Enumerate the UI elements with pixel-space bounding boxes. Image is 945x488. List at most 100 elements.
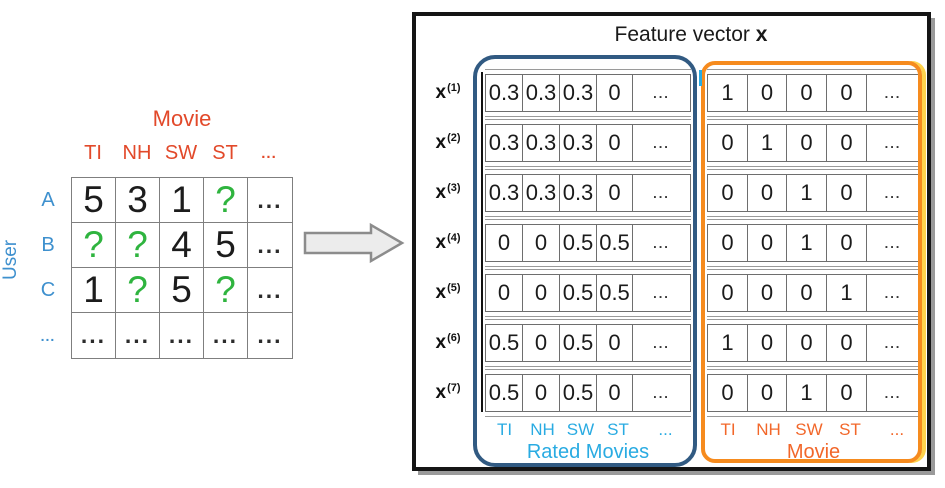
- feature-row-label-base: x: [435, 332, 447, 353]
- rated-feature-cell: 0: [597, 75, 633, 111]
- rated-feature-cell: 0.5: [486, 375, 523, 411]
- feature-row-label-base: x: [435, 82, 447, 103]
- feature-row-label-base: x: [435, 282, 447, 303]
- feature-row-label: x(4): [424, 224, 472, 262]
- rated-feature-cell: 0: [523, 225, 560, 261]
- movie-col-header: ST: [839, 420, 861, 439]
- feature-row-label-sup: (3): [447, 181, 461, 194]
- movie-indicator-cell: 0: [748, 175, 787, 211]
- rated-feature-cell: 0.3: [560, 75, 597, 111]
- rating-cell: ...: [204, 313, 248, 358]
- movie-indicator-cell: 0: [748, 375, 787, 411]
- feature-row-label-sup: (4): [447, 231, 461, 244]
- rated-feature-cell: 0: [597, 125, 633, 161]
- movie-indicator-cell: ...: [884, 235, 902, 251]
- movie-indicator-cell: 1: [787, 375, 827, 411]
- feature-row-label-base: x: [435, 182, 447, 203]
- feature-row-label: x(6): [424, 324, 472, 362]
- feature-row-label: x(1): [424, 74, 472, 112]
- user-axis-label: User: [0, 239, 21, 281]
- movie-indicator-cell: 0: [827, 75, 867, 111]
- rated-feature-cell: 0: [486, 275, 523, 311]
- rated-feature-cell: 0: [486, 225, 523, 261]
- rated-feature-cell: 0.5: [597, 275, 633, 311]
- rating-cell: ...: [248, 178, 292, 223]
- movie-indicator-cell: 1: [787, 175, 827, 211]
- movie-indicator-cell: 0: [787, 125, 827, 161]
- movie-indicator-cell: 0: [827, 325, 867, 361]
- feature-row-label-base: x: [435, 382, 447, 403]
- rated-movies-group-label: Rated Movies: [526, 441, 650, 463]
- movie-indicator-cell: 1: [748, 125, 787, 161]
- movie-indicator-cell: 0: [708, 375, 748, 411]
- rated-feature-cell: 0.3: [523, 75, 560, 111]
- rated-feature-cell: ...: [653, 135, 670, 151]
- user-row-header: C: [40, 279, 56, 301]
- movie-indicator-cell: 0: [827, 225, 867, 261]
- rated-feature-cell: 0.5: [597, 225, 633, 261]
- movie-indicator-cell: 0: [787, 325, 827, 361]
- movie-col-header: NH: [756, 420, 781, 439]
- rating-cell: 1: [160, 178, 204, 223]
- movie-indicator-cell: 0: [827, 375, 867, 411]
- feature-row-label-sup: (7): [447, 381, 461, 394]
- rated-feature-cell: 0.5: [560, 275, 597, 311]
- rated-feature-cell: 0.3: [523, 175, 560, 211]
- rated-feature-cell: 0.3: [560, 175, 597, 211]
- rated-feature-cell: 0: [523, 325, 560, 361]
- rating-cell: ...: [116, 313, 160, 358]
- movie-indicator-cell: 0: [748, 225, 787, 261]
- feature-row-label-sup: (5): [447, 281, 461, 294]
- movie-indicator-cell: 0: [787, 275, 827, 311]
- movie-indicator-cell: ...: [884, 385, 902, 401]
- rating-cell: ...: [248, 223, 292, 268]
- panel-title: Feature vector x: [466, 23, 916, 47]
- rated-col-header: NH: [530, 420, 555, 439]
- feature-row-label-sup: (1): [447, 81, 461, 94]
- movie-indicator-cell: ...: [884, 135, 902, 151]
- rating-cell: ...: [257, 322, 283, 348]
- movie-indicator-cell: 0: [708, 175, 748, 211]
- rating-cell: ...: [160, 313, 204, 358]
- rated-feature-cell: 0: [597, 175, 633, 211]
- rated-feature-cell: 0.5: [560, 325, 597, 361]
- movie-indicator-cell: 1: [787, 225, 827, 261]
- feature-row-label: x(3): [424, 174, 472, 212]
- movie-indicator-cell: 1: [827, 275, 867, 311]
- rated-feature-cell: ...: [653, 385, 670, 401]
- movie-col-header: ST: [212, 141, 238, 164]
- feature-row-label: x(7): [424, 374, 472, 412]
- movie-col-header: SW: [164, 141, 198, 164]
- rated-col-header: ...: [658, 420, 673, 439]
- rated-col-header: ST: [607, 420, 629, 439]
- movie-indicator-cell: 1: [708, 75, 748, 111]
- rating-cell: ...: [72, 313, 116, 358]
- feature-row-label: x(2): [424, 124, 472, 162]
- feature-row-label: x(5): [424, 274, 472, 312]
- movie-indicator-cell: 0: [748, 275, 787, 311]
- movie-col-header: ...: [889, 420, 905, 439]
- movie-indicator-cell: 0: [748, 325, 787, 361]
- rating-cell: 1: [72, 268, 116, 313]
- rated-feature-cell: 0.3: [486, 175, 523, 211]
- rated-feature-cell: 0.3: [486, 75, 523, 111]
- movie-axis-label: Movie: [152, 106, 212, 131]
- feature-row-label-sup: (2): [447, 131, 461, 144]
- rating-cell: 4: [160, 223, 204, 268]
- rating-cell: 5: [160, 268, 204, 313]
